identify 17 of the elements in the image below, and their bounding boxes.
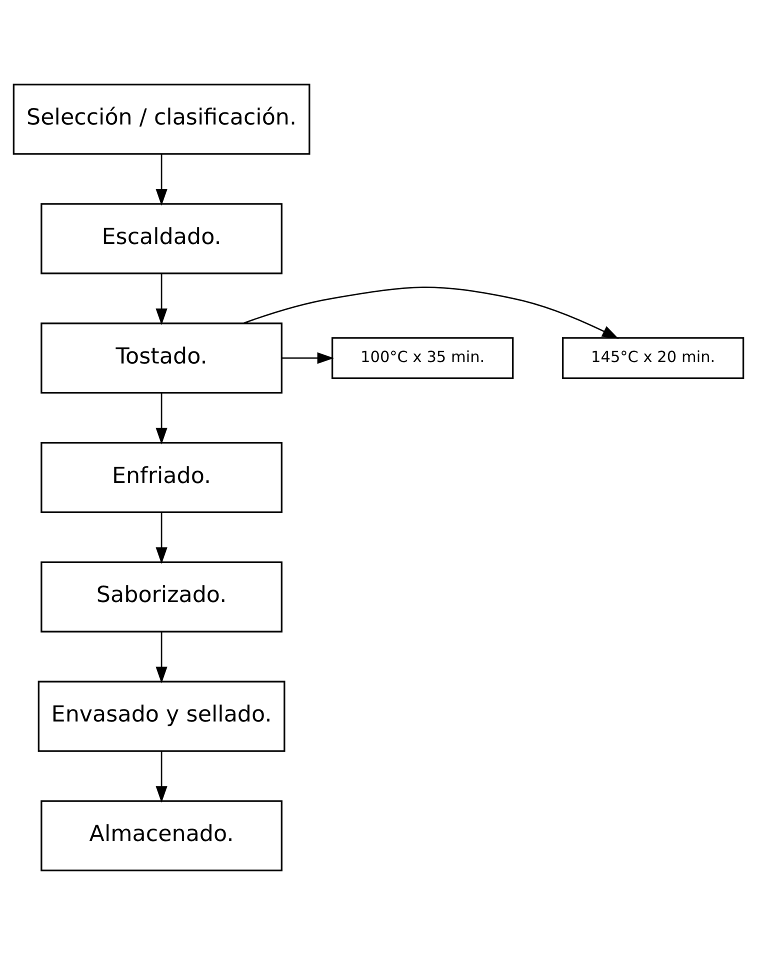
arrow — [156, 751, 168, 803]
node-box: Envasado y sellado. — [38, 680, 286, 752]
node-box: 145°C x 20 min. — [562, 337, 744, 380]
node-box: Escaldado. — [40, 203, 282, 274]
arrow — [156, 393, 168, 445]
arrow — [156, 512, 168, 564]
arrow — [156, 632, 168, 684]
node-box: Almacenado. — [40, 800, 282, 872]
node-box: Saborizado. — [40, 561, 282, 632]
arrow — [282, 352, 334, 364]
node-box: Tostado. — [40, 322, 282, 394]
arrow — [156, 154, 168, 206]
node-box: Enfriado. — [40, 442, 282, 514]
node-box: 100°C x 35 min. — [332, 337, 514, 380]
arrow — [156, 274, 168, 326]
arrow — [242, 286, 619, 339]
node-box: Selección / clasificación. — [12, 84, 310, 155]
